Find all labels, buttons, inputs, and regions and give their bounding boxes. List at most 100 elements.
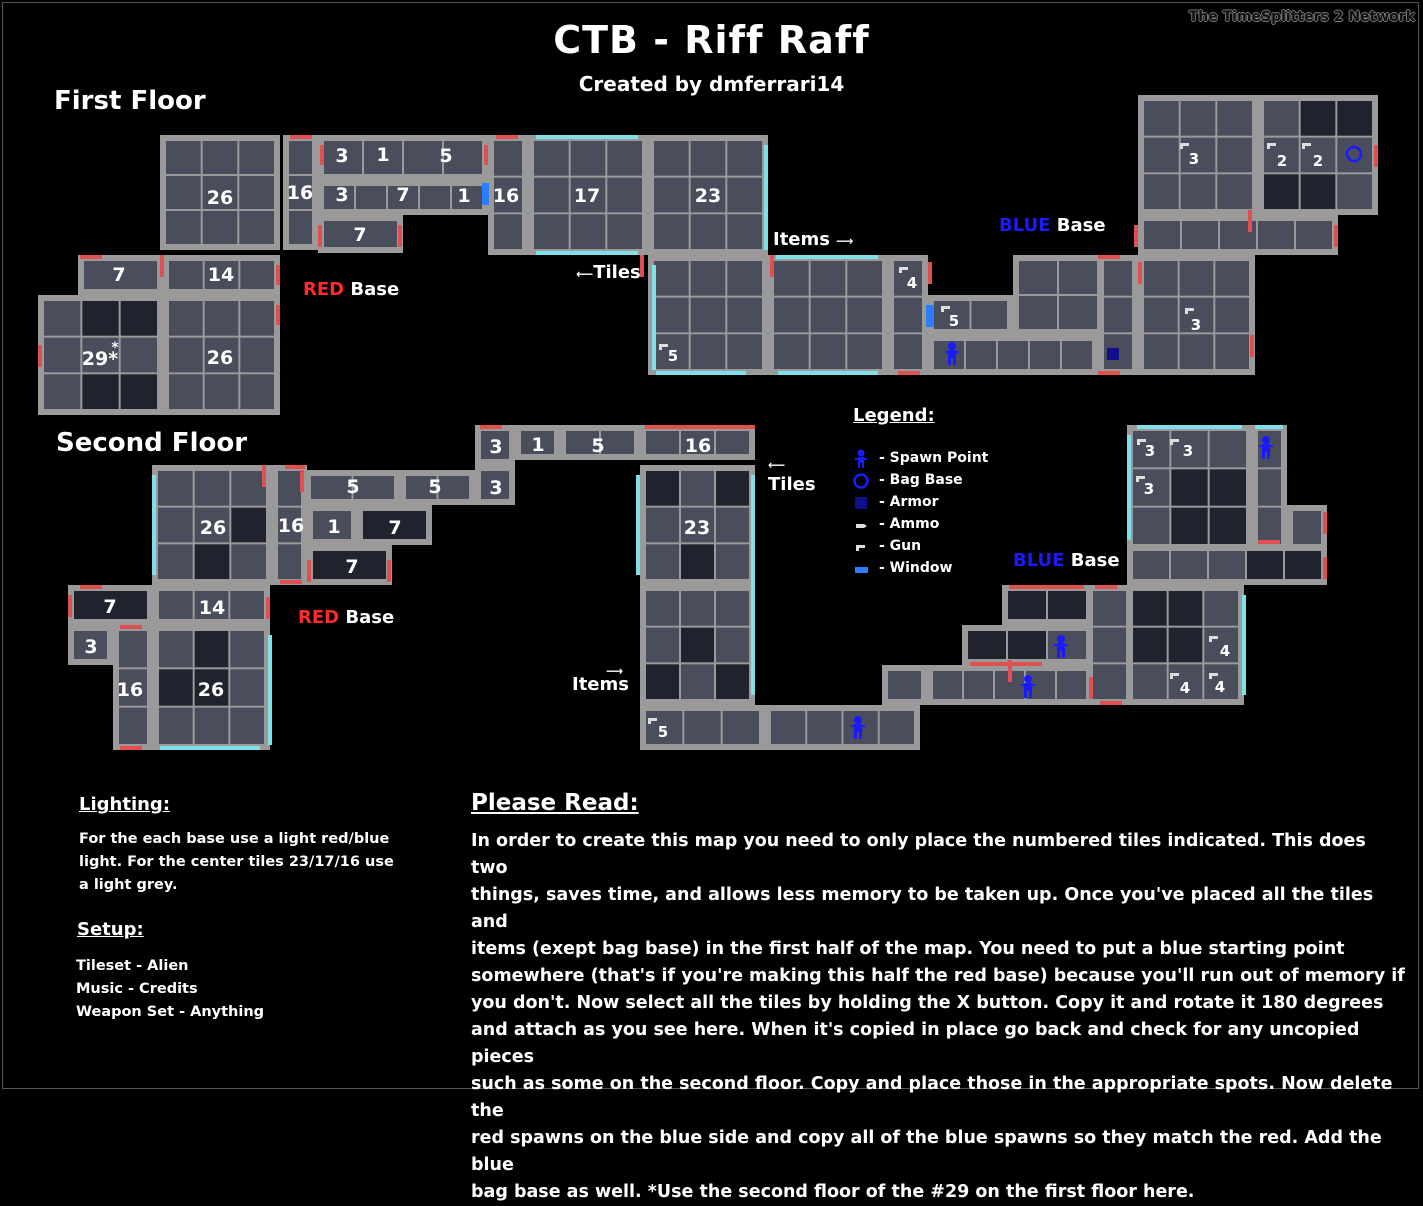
floor-tile bbox=[159, 591, 193, 619]
floor-tile bbox=[607, 177, 642, 213]
tile-number-label: 3 bbox=[335, 184, 348, 206]
floor-tile bbox=[1144, 101, 1179, 136]
legend-window: - Window bbox=[853, 557, 988, 579]
floor-tile bbox=[353, 476, 394, 499]
tile-number-label: 16 bbox=[685, 435, 711, 457]
floor-tile bbox=[169, 261, 203, 289]
floor-tile bbox=[202, 211, 238, 244]
door-marker bbox=[970, 662, 1042, 666]
tile-number-label: 14 bbox=[208, 264, 234, 286]
door-marker bbox=[1323, 557, 1327, 579]
setup-heading: Setup: bbox=[77, 919, 144, 940]
door-marker bbox=[1008, 660, 1012, 682]
floor-tile bbox=[169, 374, 203, 409]
door-marker bbox=[1374, 145, 1378, 167]
tile-number-label: 5 bbox=[428, 476, 441, 498]
floor-tile bbox=[607, 214, 642, 249]
floor-tile bbox=[278, 544, 301, 579]
legend-title: Legend: bbox=[853, 405, 935, 426]
floor-tile bbox=[1182, 221, 1218, 249]
floor-tile bbox=[646, 627, 679, 663]
floor-tile bbox=[1293, 511, 1321, 544]
floor-tile bbox=[194, 507, 230, 543]
floor-tile bbox=[681, 431, 714, 454]
door-marker bbox=[1323, 512, 1327, 534]
bag-base-icon bbox=[1345, 145, 1363, 163]
floor-tile bbox=[1258, 507, 1281, 544]
door-marker bbox=[640, 255, 644, 277]
second-floor-items-label: ⟶Items bbox=[572, 664, 629, 695]
door-marker bbox=[120, 746, 142, 750]
floor-tile bbox=[774, 334, 809, 369]
door-marker bbox=[1009, 585, 1084, 589]
tile-number-label: 16 bbox=[278, 515, 304, 537]
map-rooms bbox=[38, 95, 1378, 750]
floor-tile bbox=[1144, 334, 1178, 369]
glass-edge bbox=[1242, 595, 1246, 695]
floor-tile bbox=[1217, 174, 1252, 209]
floor-tile bbox=[1104, 297, 1132, 333]
floor-tile bbox=[716, 431, 749, 454]
floor-tile bbox=[1168, 627, 1203, 663]
floor-tile bbox=[716, 664, 749, 699]
door-marker bbox=[1095, 585, 1117, 589]
floor-tile bbox=[158, 507, 193, 543]
red-word: RED bbox=[303, 279, 345, 300]
tile-number-label: 7 bbox=[103, 596, 116, 618]
glass-edge bbox=[268, 635, 272, 745]
tile-number-label: 1 bbox=[531, 434, 544, 456]
base-word: Base bbox=[350, 279, 400, 300]
door-marker bbox=[898, 371, 920, 375]
floor-tile bbox=[240, 261, 274, 289]
asterisk-mark: * bbox=[111, 340, 119, 356]
floor-tile bbox=[1204, 664, 1238, 699]
setup-music: Music - Credits bbox=[76, 981, 198, 997]
floor-tile bbox=[566, 431, 599, 454]
floor-tile bbox=[964, 671, 993, 699]
floor-tile bbox=[727, 334, 762, 369]
glass-edge bbox=[652, 265, 656, 370]
floor-tile bbox=[1179, 297, 1214, 333]
floor-tile bbox=[646, 711, 683, 744]
tile-number-label: 1 bbox=[457, 185, 470, 207]
door-marker bbox=[300, 470, 304, 492]
floor-tile bbox=[494, 214, 522, 249]
floor-tile bbox=[894, 334, 922, 369]
floor-tile bbox=[1337, 174, 1372, 209]
gun-icon bbox=[1136, 476, 1145, 482]
spawn-point-icon bbox=[1021, 675, 1035, 698]
legend-ammo: - Ammo bbox=[853, 513, 988, 535]
tile-number-label: 7 bbox=[112, 264, 125, 286]
floor-tile bbox=[774, 297, 809, 333]
floor-tile bbox=[607, 141, 642, 176]
floor-tile bbox=[324, 221, 397, 247]
second-floor-red-base-label: RED Base bbox=[298, 607, 394, 628]
tile-number-label: 2 bbox=[1313, 152, 1323, 170]
door-marker bbox=[770, 255, 774, 277]
tile-number-label: 3 bbox=[1183, 442, 1193, 460]
floor-tile bbox=[120, 301, 157, 336]
floor-tile bbox=[1133, 664, 1167, 699]
legend: - Spawn Point - Bag Base - Armor - Ammo … bbox=[853, 447, 988, 579]
floor-tile bbox=[1008, 631, 1046, 659]
tile-number-label: 3 bbox=[84, 636, 97, 658]
floor-tile bbox=[1204, 591, 1238, 626]
floor-tile bbox=[521, 431, 554, 454]
glass-edge bbox=[764, 145, 768, 250]
tile-number-label: 7 bbox=[388, 517, 401, 539]
floor-tile bbox=[82, 374, 119, 409]
tile-number-label: 16 bbox=[117, 679, 143, 701]
map-title: CTB - Riff Raff bbox=[553, 18, 870, 62]
floor-tile bbox=[239, 141, 274, 174]
floor-tile bbox=[119, 707, 147, 744]
floor-tile bbox=[654, 177, 689, 213]
ammo-icon bbox=[853, 515, 875, 533]
floor-tile bbox=[119, 669, 147, 706]
legend-spawn-point: - Spawn Point bbox=[853, 447, 988, 469]
floor-tile bbox=[1171, 469, 1208, 506]
floor-tile bbox=[968, 631, 1006, 659]
gun-icon bbox=[1180, 143, 1189, 149]
tile-number-label: 1 bbox=[327, 516, 340, 538]
door-marker bbox=[120, 625, 142, 629]
